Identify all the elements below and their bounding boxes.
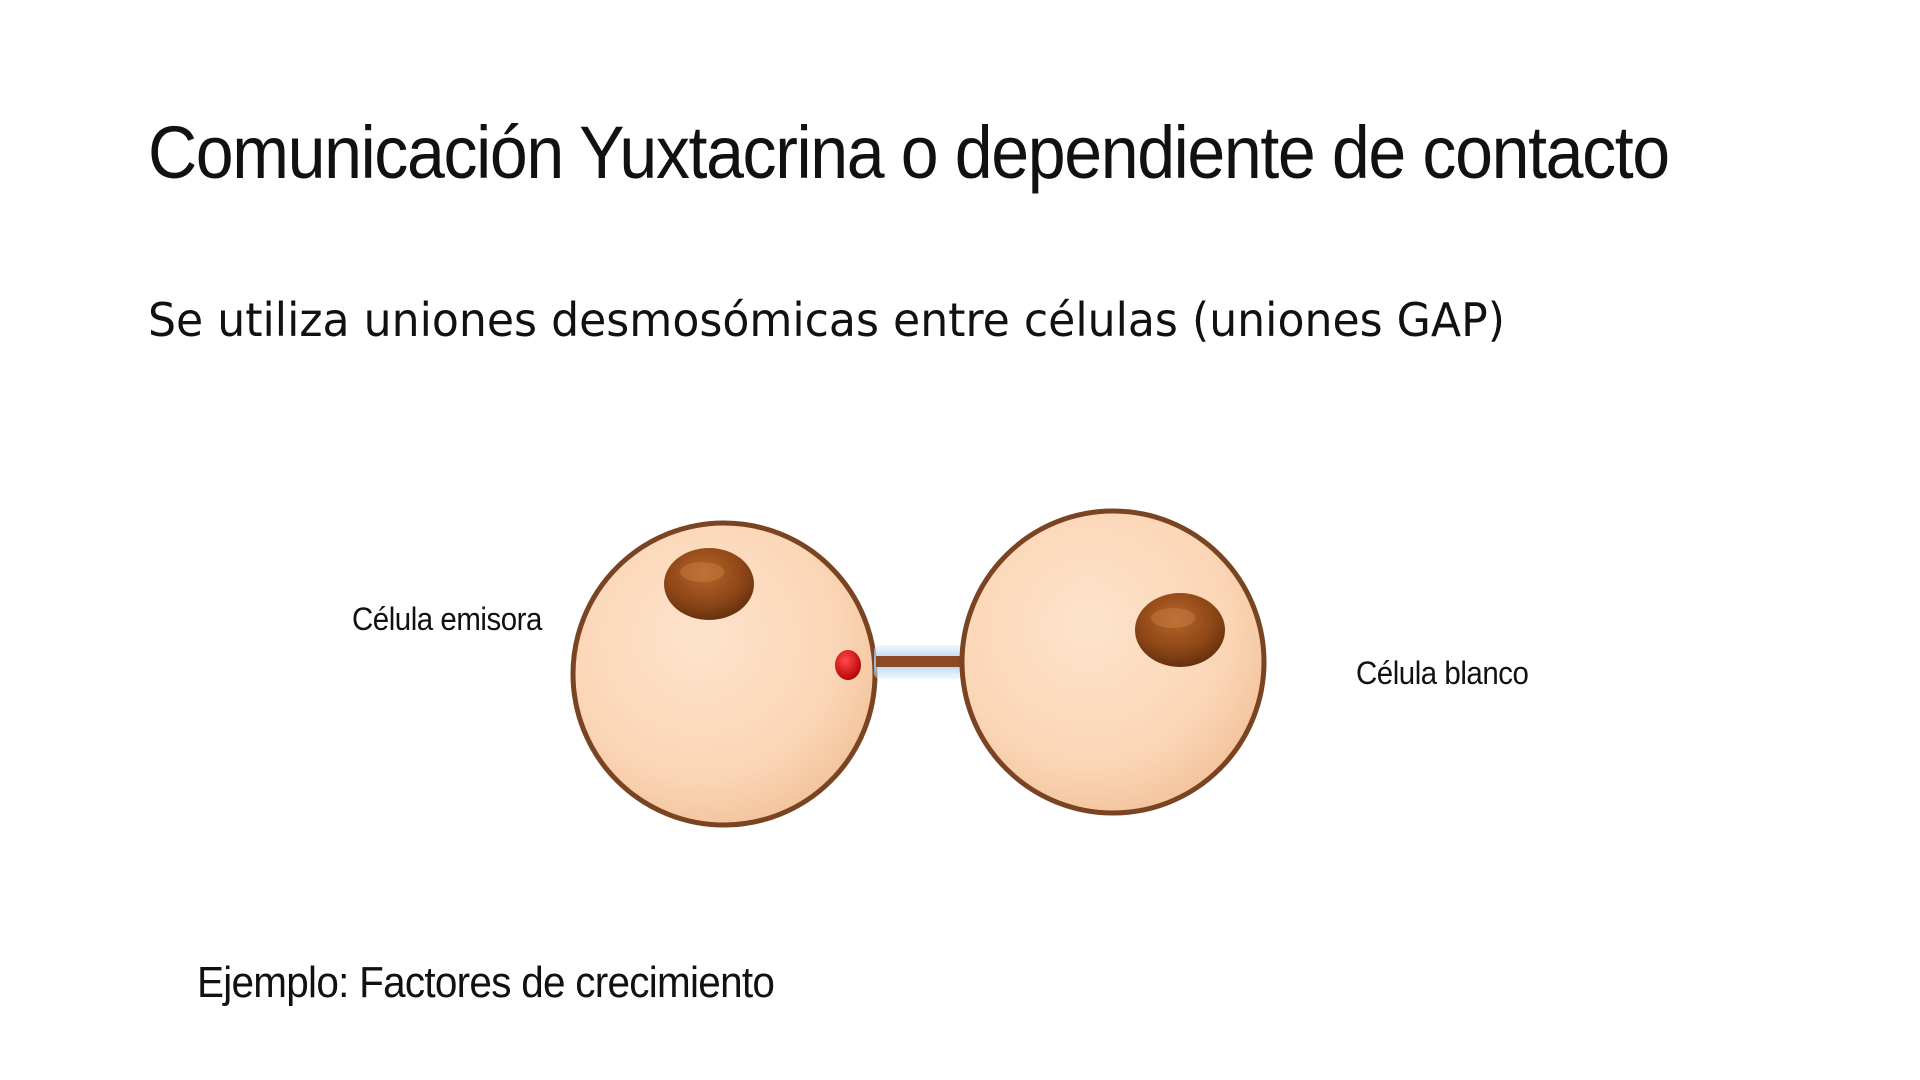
gap-junction [874, 645, 969, 679]
sender-nucleus [664, 548, 754, 620]
sender-cell [570, 520, 878, 828]
sender-cell-label: Célula emisora [352, 601, 542, 637]
slide-subtitle: Se utiliza uniones desmosómicas entre cé… [148, 293, 1505, 347]
target-cell-label: Célula blanco [1356, 655, 1529, 691]
junction-bar [876, 656, 968, 667]
target-cell [959, 508, 1267, 816]
signal-molecule [835, 650, 861, 680]
slide-title: Comunicación Yuxtacrina o dependiente de… [148, 111, 1670, 194]
example-text: Ejemplo: Factores de crecimiento [197, 958, 775, 1007]
target-nucleus [1135, 593, 1225, 667]
